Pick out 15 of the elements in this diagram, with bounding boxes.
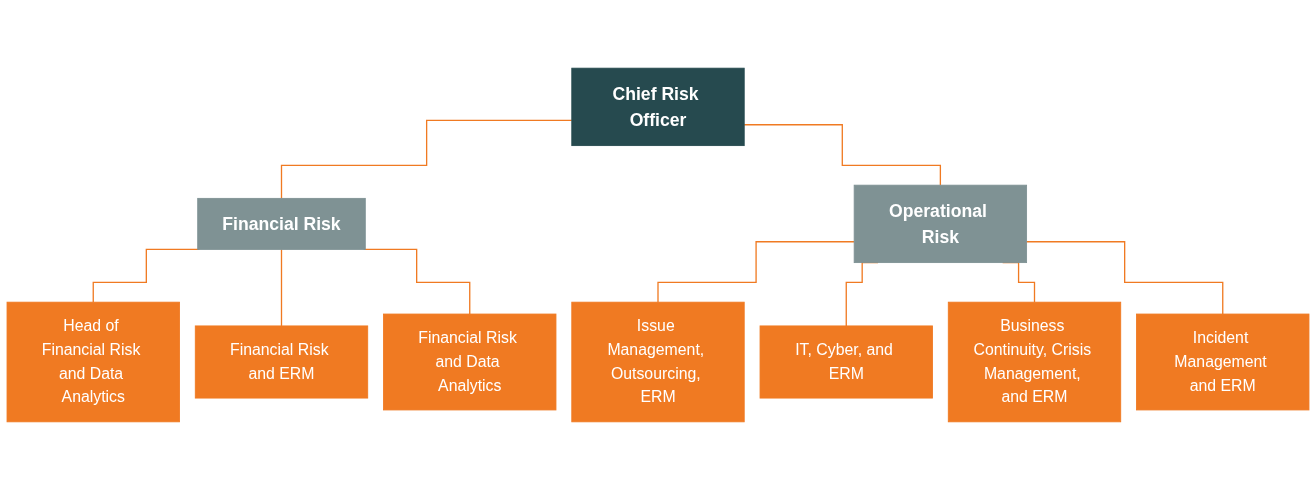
node-box: Incident Management and ERM [1136,313,1310,411]
node-box: Financial Risk and Data Analytics [383,313,557,411]
connector [280,119,573,200]
node-box: Issue Management, Outsourcing, ERM [571,301,745,423]
connector [280,248,283,327]
node-box: Head of Financial Risk and Data Analytics [6,301,180,423]
node-box: Business Continuity, Crisis Management, and ERM [947,301,1122,423]
connector [743,124,942,186]
connector [657,241,855,303]
node-box: IT, Cyber, and ERM [759,325,933,399]
node-box: Chief Risk Officer [571,67,745,147]
node-box: Financial Risk [197,197,366,250]
connector [1025,241,1224,315]
node-box: Financial Risk and ERM [194,325,369,399]
node-box: Operational Risk [853,184,1028,264]
